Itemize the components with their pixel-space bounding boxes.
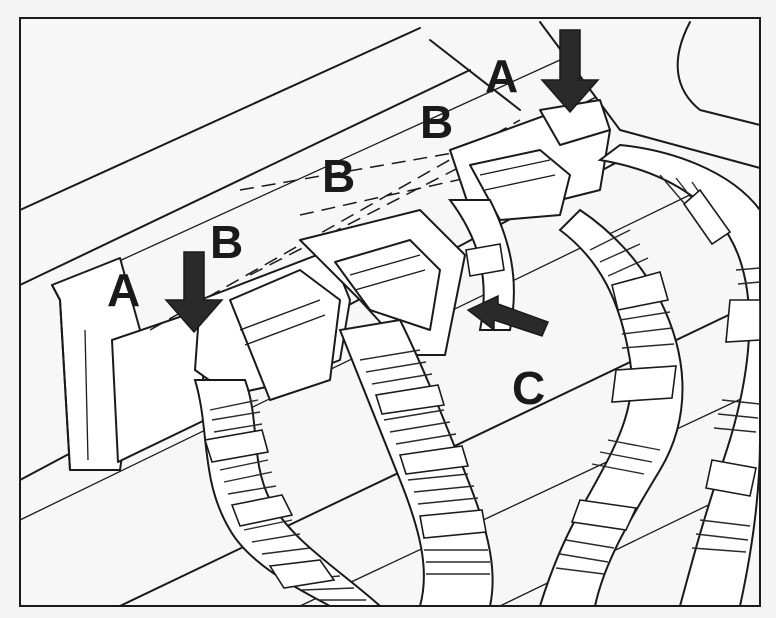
label-b-upper: B xyxy=(420,96,453,148)
label-b-lower: B xyxy=(210,216,243,268)
wire-harness xyxy=(193,143,761,607)
connector-left xyxy=(194,249,351,401)
connector-middle xyxy=(299,209,466,356)
label-a-right: A xyxy=(485,50,518,102)
down-arrow-icon xyxy=(540,29,600,114)
label-c: C xyxy=(512,362,545,414)
label-a-left: A xyxy=(107,264,140,316)
connector-right xyxy=(449,99,611,221)
label-b-middle: B xyxy=(322,150,355,202)
left-arrow-icon xyxy=(466,294,550,337)
down-arrow-icon xyxy=(164,251,224,334)
